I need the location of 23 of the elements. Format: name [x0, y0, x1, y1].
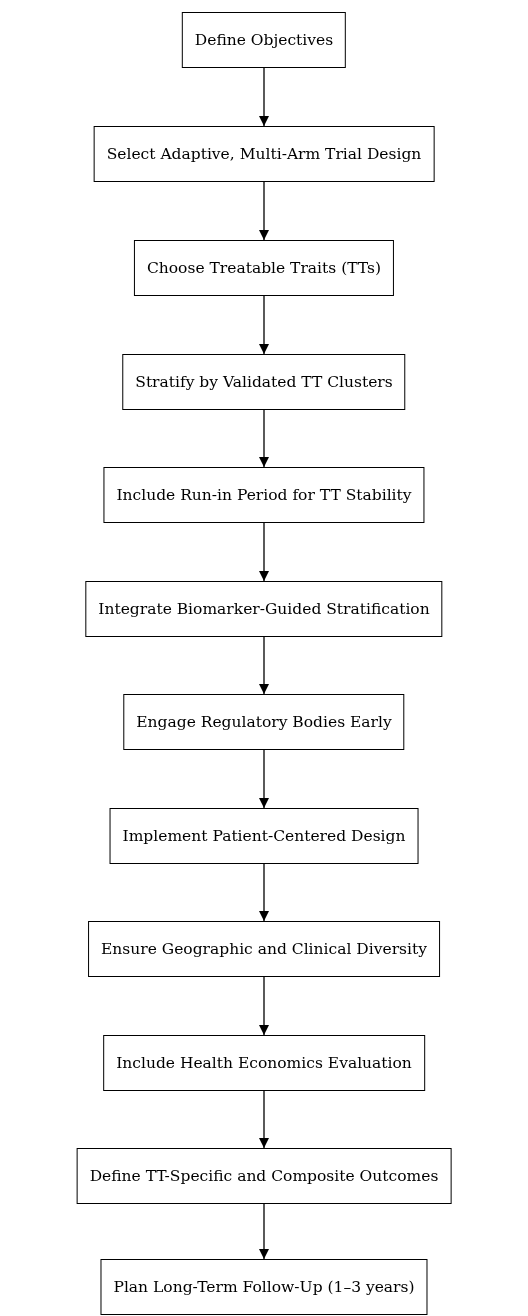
process-box: Include Health Economics Evaluation [103, 1035, 425, 1091]
arrow [259, 181, 269, 241]
process-box: Include Run-in Period for TT Stability [103, 467, 425, 523]
process-box: Select Adaptive, Multi-Arm Trial Design [93, 126, 435, 182]
process-box: Define TT-Specific and Composite Outcomes [76, 1148, 452, 1204]
arrow [259, 1203, 269, 1260]
arrow [259, 863, 269, 922]
arrow [259, 976, 269, 1036]
arrow [259, 636, 269, 695]
process-box: Choose Treatable Traits (TTs) [133, 240, 395, 296]
arrow [259, 1090, 269, 1149]
process-box: Plan Long-Term Follow-Up (1–3 years) [100, 1259, 428, 1315]
arrow [259, 522, 269, 582]
process-box: Implement Patient-Centered Design [109, 808, 419, 864]
process-box: Define Objectives [181, 12, 347, 68]
process-box: Stratify by Validated TT Clusters [122, 354, 406, 410]
arrow [259, 749, 269, 809]
process-box: Ensure Geographic and Clinical Diversity [88, 921, 440, 977]
arrow [259, 409, 269, 468]
process-box: Engage Regulatory Bodies Early [123, 694, 405, 750]
process-box: Integrate Biomarker-Guided Stratification [85, 581, 443, 637]
arrow [259, 295, 269, 355]
arrow [259, 67, 269, 127]
